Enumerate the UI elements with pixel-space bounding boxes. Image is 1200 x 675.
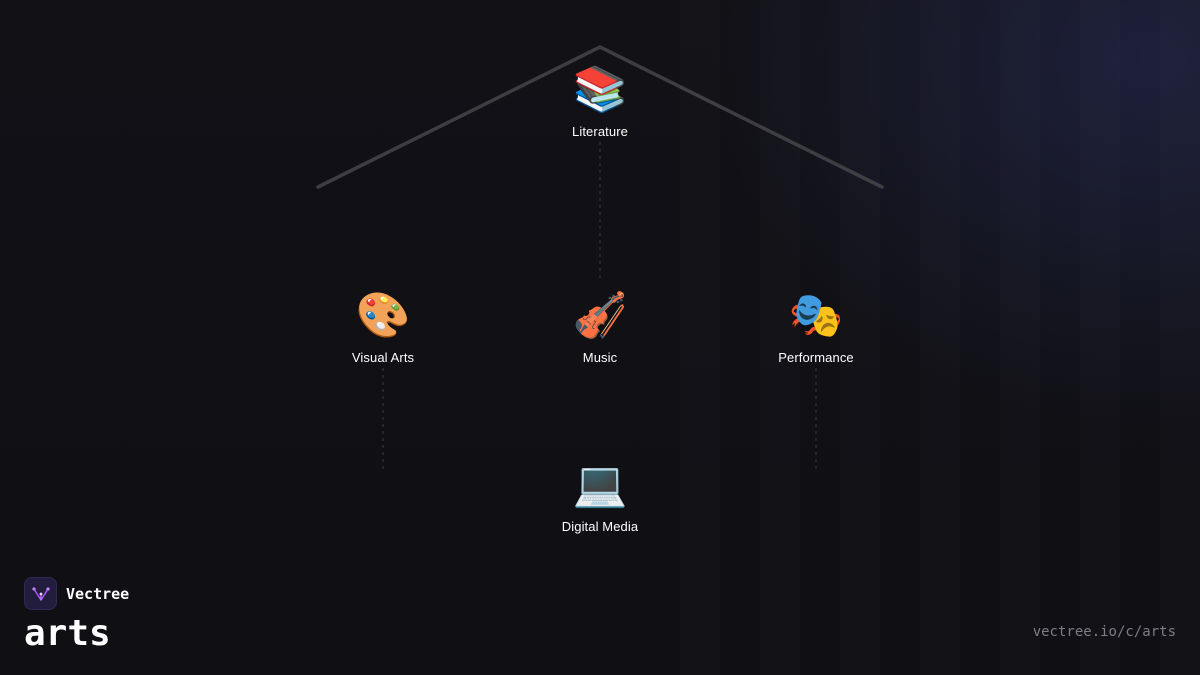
roof-line [316,45,884,189]
node-label: Visual Arts [351,350,415,365]
brand[interactable]: Vectree [24,577,129,610]
brand-name: Vectree [66,584,130,603]
node-visual-arts[interactable]: 🎨 Visual Arts [303,288,463,365]
node-label: Music [582,350,618,365]
node-label: Performance [778,350,854,365]
page-url[interactable]: vectree.io/c/arts [1032,624,1176,640]
category-title: arts [24,613,111,654]
node-label: Digital Media [561,519,639,534]
node-music[interactable]: 🎻 Music [520,288,680,365]
violin-icon: 🎻 [572,290,628,341]
node-performance[interactable]: 🎭 Performance [736,288,896,365]
palette-icon: 🎨 [355,290,411,341]
node-literature[interactable]: 📚 Literature [520,62,680,139]
books-icon: 📚 [572,64,628,115]
performing-arts-icon: 🎭 [788,290,844,341]
node-digital-media[interactable]: 💻 Digital Media [520,457,680,534]
laptop-icon: 💻 [572,459,628,510]
node-label: Literature [572,124,628,139]
vectree-logo-icon [24,577,57,610]
